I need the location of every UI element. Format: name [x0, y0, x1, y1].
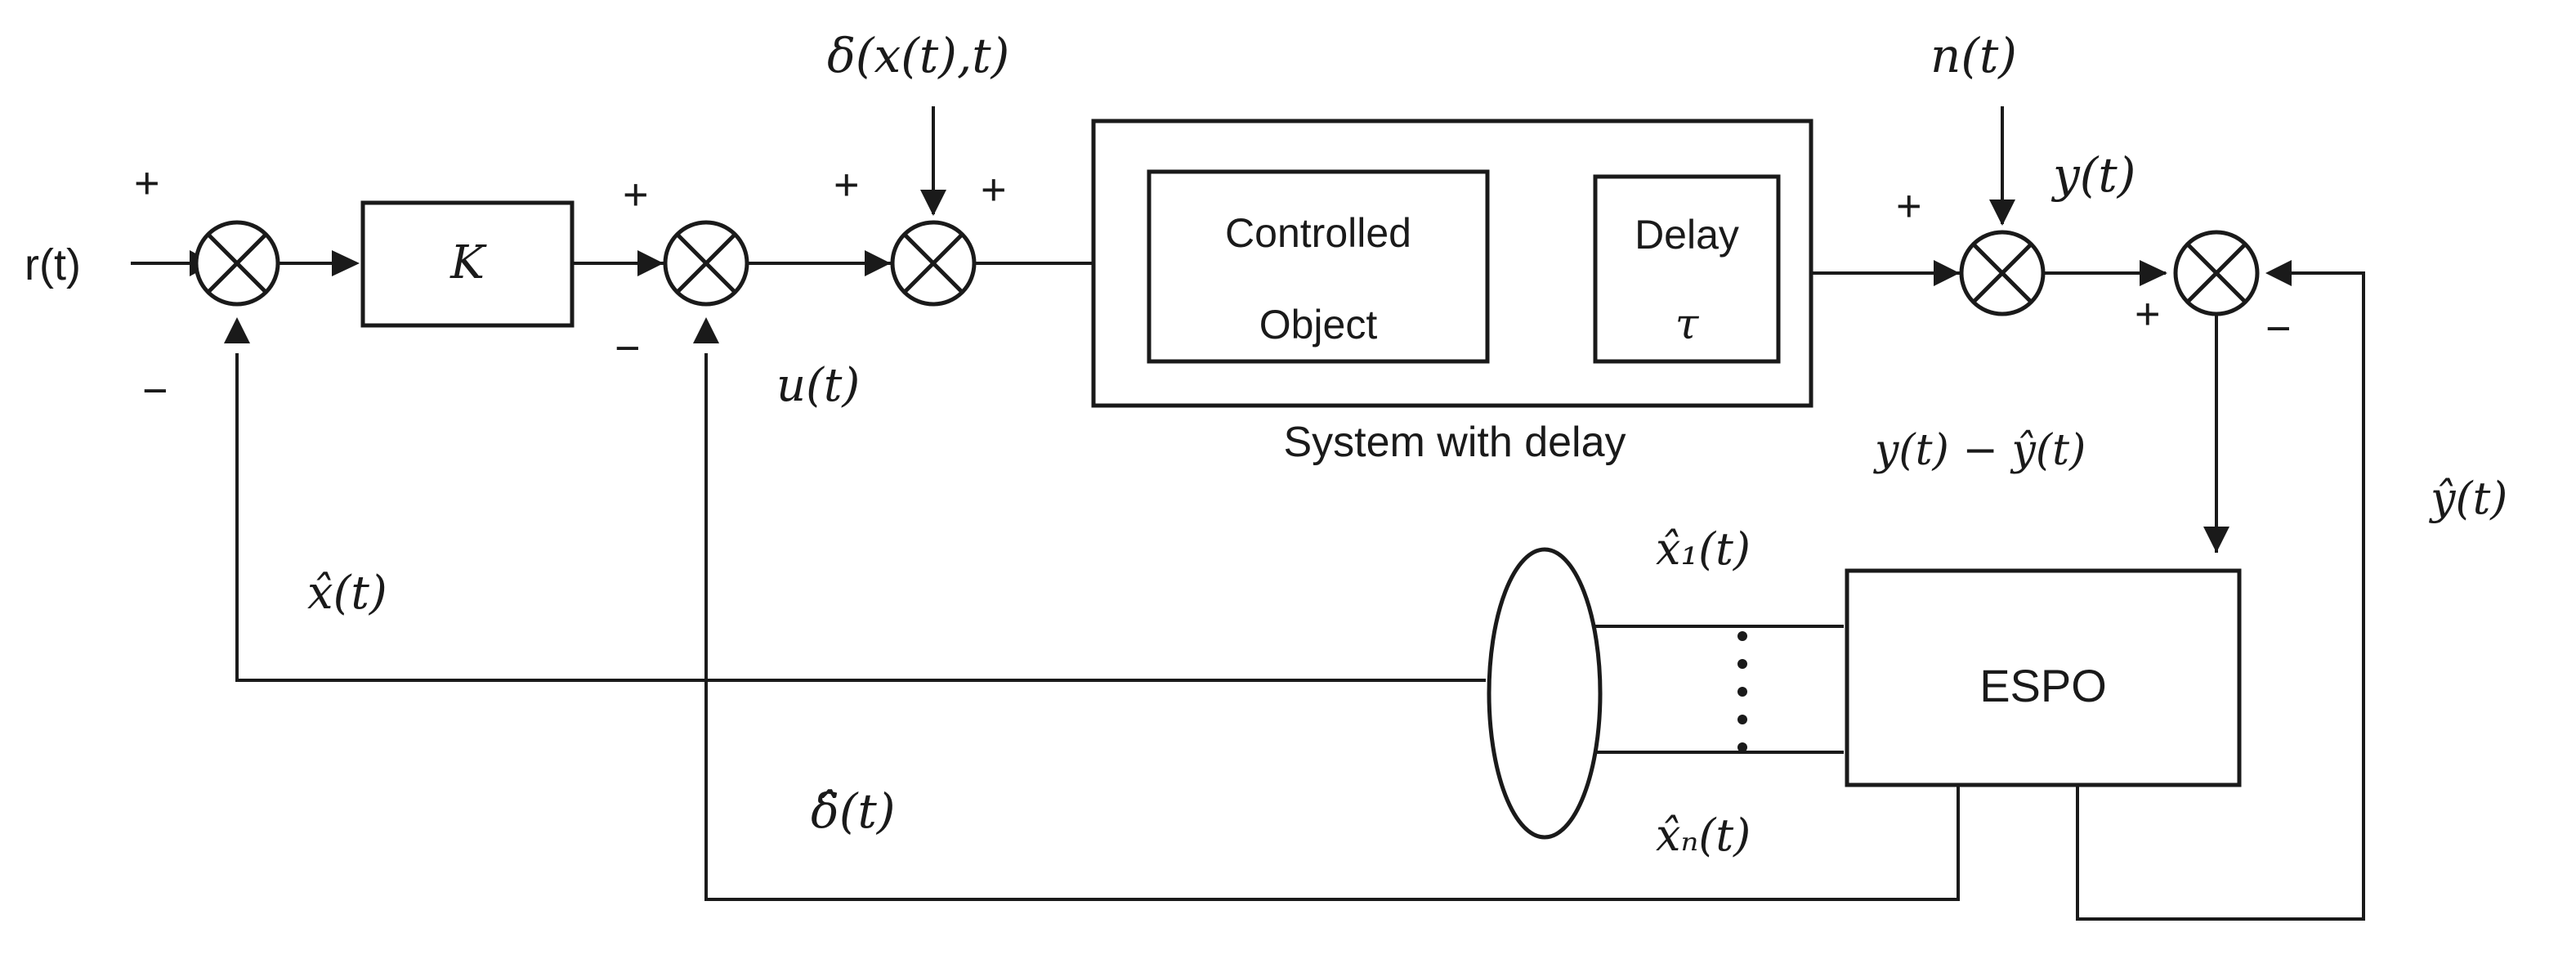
- sum5-minus-sign: −: [2265, 304, 2292, 353]
- disturbance-estimate-label: δ̂(t): [811, 783, 895, 839]
- summing-junction-5: [2173, 230, 2260, 316]
- delay-label-line2: τ: [1675, 300, 1700, 349]
- sum1-minus-sign: −: [142, 366, 168, 415]
- summing-junction-4: [1959, 230, 2046, 316]
- controlled-object-block: [1147, 169, 1490, 364]
- state-estimate-1-label: x̂₁(t): [1656, 523, 1751, 575]
- gain-label: K: [449, 236, 487, 289]
- state-estimate-n-label: x̂ₙ(t): [1656, 809, 1751, 861]
- controlled-object-label-line2: Object: [1259, 302, 1378, 347]
- sum3-plus-sign-left: +: [834, 160, 860, 209]
- signal-wires: [131, 106, 2365, 921]
- sum1-plus-sign: +: [134, 159, 160, 208]
- summing-junction-3: [890, 220, 977, 307]
- state-estimate-label: x̂(t): [307, 567, 387, 620]
- delay-label-line1: Delay: [1635, 212, 1739, 258]
- gain-block: [360, 200, 575, 328]
- sum2-minus-sign: −: [615, 324, 641, 373]
- espo-label: ESPO: [1979, 660, 2107, 711]
- controlled-object-label-line1: Controlled: [1225, 210, 1411, 256]
- sum2-plus-sign: +: [623, 170, 649, 219]
- disturbance-label: δ(x(t),t): [827, 28, 1009, 83]
- espo-block: [1845, 568, 2242, 787]
- state-estimate-mux: [1487, 547, 1603, 840]
- sum5-plus-sign: +: [2135, 289, 2161, 339]
- delay-block: [1593, 174, 1781, 364]
- noise-label: n(t): [1930, 28, 2017, 83]
- control-signal-label: u(t): [776, 359, 860, 412]
- summing-junction-2: [663, 220, 749, 307]
- vertical-ellipsis: [1737, 631, 1747, 752]
- sum3-plus-sign-right: +: [981, 165, 1007, 214]
- output-label: y(t): [2051, 147, 2135, 203]
- sum4-plus-sign: +: [1896, 182, 1922, 231]
- system-caption: System with delay: [1283, 419, 1626, 466]
- error-label: y(t) − ŷ(t): [1873, 426, 2086, 475]
- output-estimate-label: ŷ(t): [2429, 473, 2507, 524]
- summing-junction-1: [194, 220, 280, 307]
- reference-label: r(t): [25, 240, 81, 289]
